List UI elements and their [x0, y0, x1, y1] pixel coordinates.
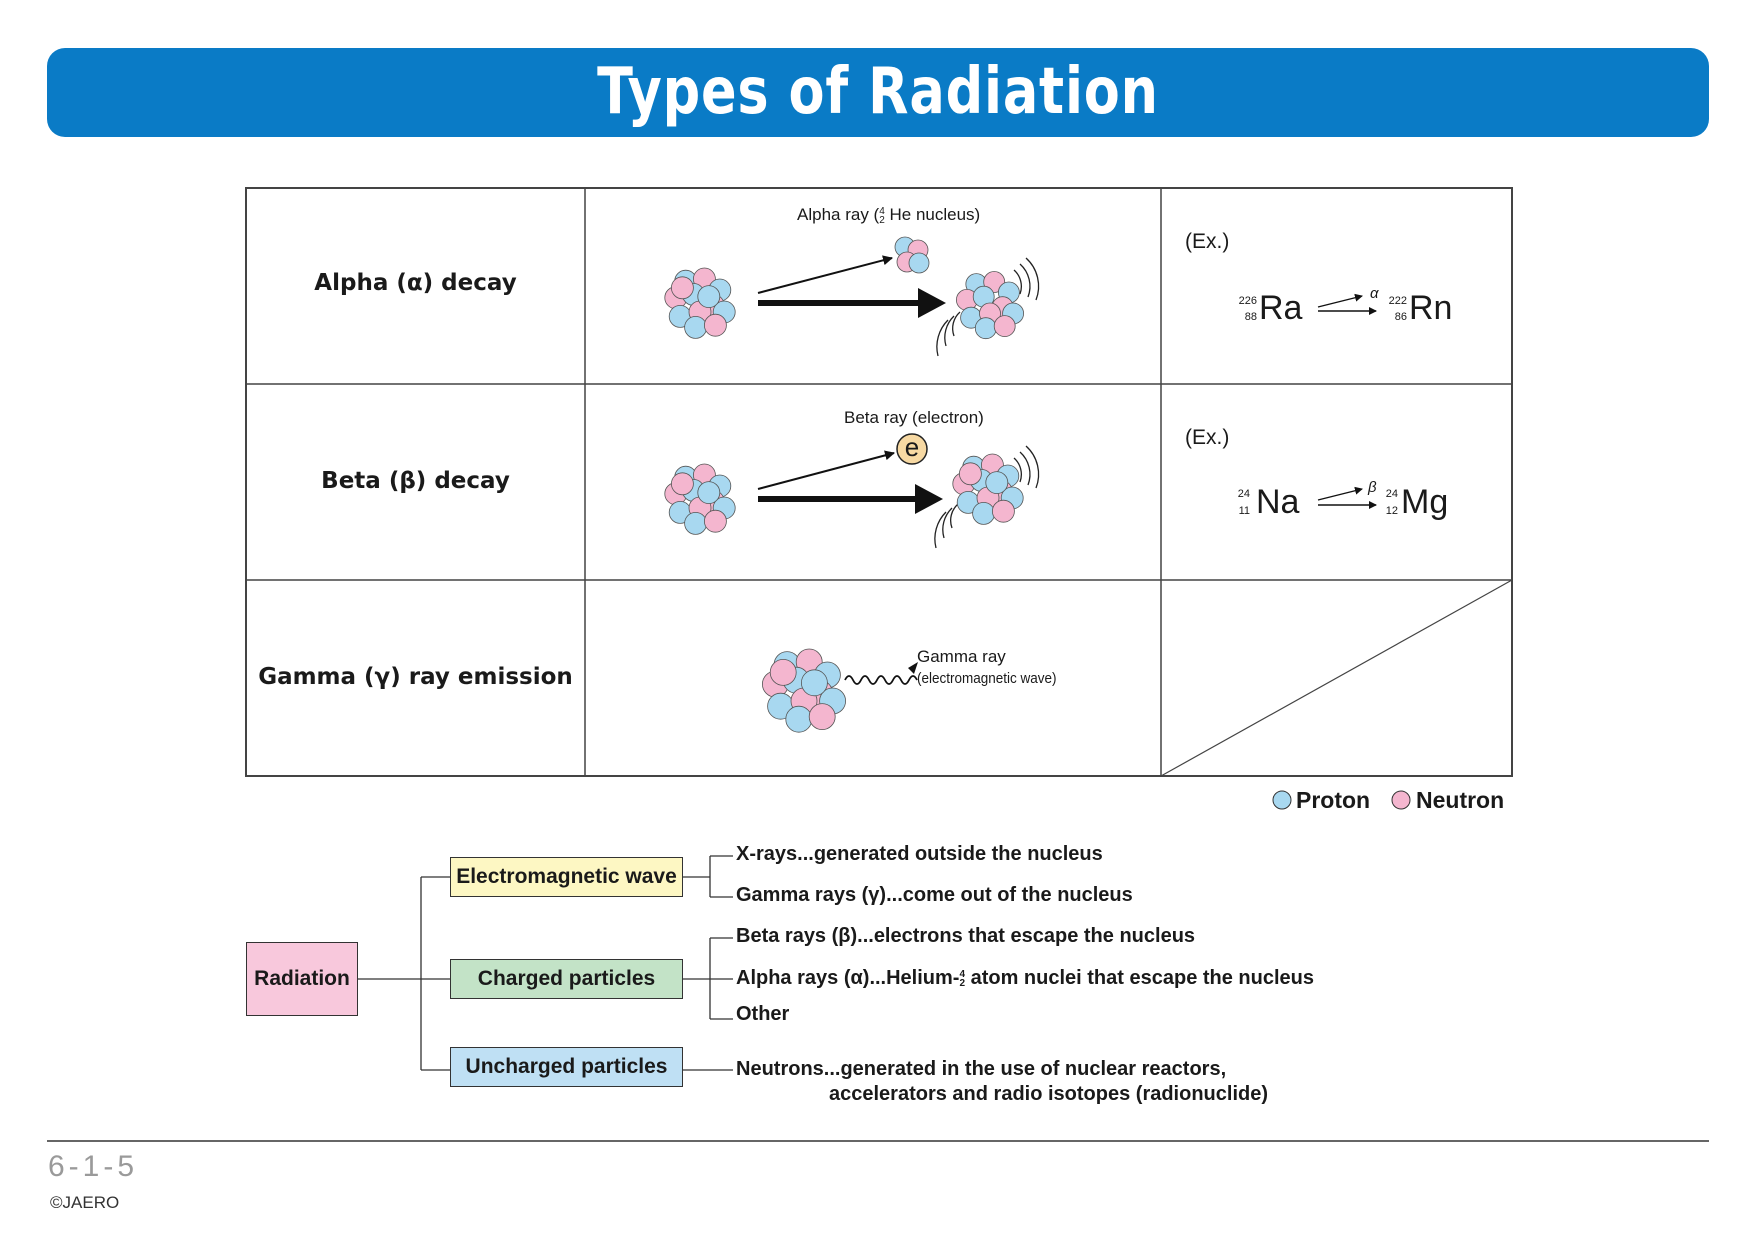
alpha-emission-arrow	[757, 255, 893, 294]
daughter-atomic: 86	[1394, 311, 1407, 323]
beta-main-arrowhead	[915, 484, 943, 514]
daughter-atomic: 12	[1385, 505, 1398, 517]
neutron	[993, 315, 1016, 338]
neutron	[671, 472, 694, 496]
copyright: ©JAERO	[50, 1193, 120, 1212]
neutron-legend-icon	[1391, 790, 1411, 810]
proton	[697, 481, 721, 505]
row-label-alpha: Alpha (α) decay	[314, 270, 517, 296]
neutron	[959, 462, 982, 486]
electron-icon	[896, 433, 928, 465]
example-arrow-small	[1317, 486, 1363, 501]
row-label-beta: Beta (β) decay	[321, 468, 510, 494]
proton	[974, 317, 997, 340]
gamma-nucleus-icon	[762, 648, 846, 733]
parent-symbol: Na	[1256, 483, 1300, 521]
parent-atomic: 88	[1244, 311, 1257, 323]
page-title: Types of Radiation	[597, 55, 1159, 129]
gamma-ray-sublabel: (electromagnetic wave)	[917, 670, 1057, 687]
arrow-label-beta: β	[1368, 479, 1377, 496]
daughter-mass: 222	[1388, 295, 1407, 307]
gamma-wave-icon	[844, 675, 918, 685]
proton	[972, 502, 995, 525]
neutron	[704, 313, 727, 337]
proton	[785, 705, 813, 733]
gamma-ray-label: Gamma ray	[917, 647, 1006, 666]
vibration-icon	[936, 257, 1040, 357]
title-banner: Types of Radiation	[47, 48, 1709, 137]
page-number: 6-1-5	[48, 1150, 139, 1183]
tree-root-radiation: Radiation	[246, 942, 358, 1016]
desc-x-rays: X-rays...generated outside the nucleus	[736, 843, 1103, 865]
parent-symbol: Ra	[1259, 289, 1303, 327]
branch-charged-particles: Charged particles	[450, 959, 683, 999]
proton	[697, 285, 721, 309]
proton	[801, 669, 828, 697]
desc-other: Other	[736, 1003, 790, 1025]
example-arrow-small	[1317, 293, 1363, 308]
beta-emission-arrow	[757, 450, 895, 490]
empty-cell-diagonal	[1160, 579, 1513, 777]
tree-connectors	[358, 855, 733, 1071]
branch-electromagnetic-wave: Electromagnetic wave	[450, 857, 683, 897]
daughter-mass: 24	[1385, 488, 1398, 500]
table-grid	[245, 187, 1513, 777]
arrow-label-alpha: α	[1370, 285, 1379, 302]
proton	[985, 471, 1009, 495]
example-tag-alpha: (Ex.)	[1185, 230, 1230, 253]
proton	[684, 512, 707, 535]
neutron	[704, 509, 727, 533]
alpha-parent-nucleus-icon	[664, 267, 736, 339]
nuclei-group	[664, 236, 1024, 733]
parent-mass: 24	[1237, 488, 1250, 500]
desc-beta-rays: Beta rays (β)...electrons that escape th…	[736, 925, 1196, 947]
neutron	[671, 276, 694, 300]
example-tag-beta: (Ex.)	[1185, 426, 1230, 449]
daughter-symbol: Rn	[1409, 289, 1453, 327]
beta-parent-nucleus-icon	[664, 463, 736, 535]
proton	[908, 252, 930, 274]
parent-atomic: 11	[1238, 505, 1250, 517]
neutron-legend-label: Neutron	[1416, 787, 1505, 813]
desc-neutrons-continued: accelerators and radio isotopes (radionu…	[829, 1083, 1269, 1105]
daughter-symbol: Mg	[1401, 483, 1449, 521]
alpha-particle-icon	[894, 236, 930, 274]
neutron	[992, 499, 1015, 523]
vibration-icon	[934, 445, 1040, 549]
row-label-gamma: Gamma (γ) ray emission	[258, 664, 573, 690]
desc-gamma-rays: Gamma rays (γ)...come out of the nucleus	[736, 884, 1133, 906]
proton	[684, 315, 707, 339]
electron-symbol: e	[904, 432, 920, 462]
proton-legend-label: Proton	[1296, 787, 1371, 813]
branch-uncharged-particles: Uncharged particles	[450, 1047, 683, 1087]
neutron	[808, 703, 836, 730]
beta-daughter-nucleus-icon	[952, 453, 1024, 525]
proton-legend-icon	[1272, 790, 1292, 810]
desc-neutrons: Neutrons...generated in the use of nucle…	[736, 1058, 1227, 1080]
alpha-daughter-nucleus-icon	[956, 271, 1024, 340]
parent-mass: 226	[1238, 295, 1257, 307]
beta-ray-label: Beta ray (electron)	[844, 408, 984, 427]
alpha-main-arrowhead	[918, 288, 946, 318]
neutron	[769, 659, 797, 686]
